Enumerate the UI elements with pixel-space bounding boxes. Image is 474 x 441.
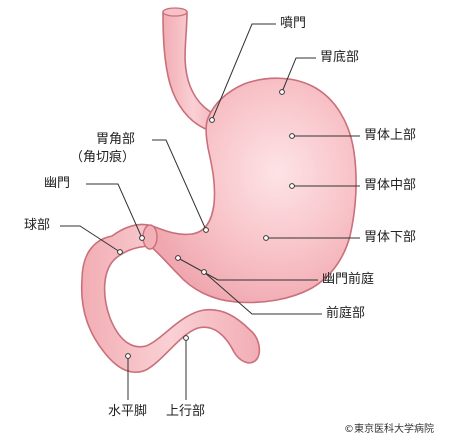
ascending-dot bbox=[183, 335, 189, 341]
label-cardia: 噴門 bbox=[280, 16, 307, 31]
label-fundus: 胃底部 bbox=[320, 50, 360, 65]
label-horizontal-part: 水平脚 bbox=[108, 404, 148, 419]
middle-body-dot bbox=[289, 183, 295, 189]
label-antrum: 前庭部 bbox=[326, 306, 366, 321]
upper-body-dot bbox=[289, 133, 295, 139]
label-angle-notch: （角切痕） bbox=[70, 150, 136, 165]
leader-lines bbox=[60, 23, 360, 400]
label-lower-body: 胃体下部 bbox=[364, 230, 417, 245]
angle-leader bbox=[152, 139, 207, 231]
label-prepyloric-antrum: 幽門前庭 bbox=[322, 272, 375, 287]
stomach-shape bbox=[149, 77, 357, 304]
antrum-leader bbox=[203, 271, 322, 315]
lower-body-dot bbox=[263, 235, 269, 241]
label-middle-body: 胃体中部 bbox=[364, 178, 417, 193]
copyright-credit: ©東京医科大学病院 bbox=[344, 424, 434, 435]
label-upper-body: 胃体上部 bbox=[364, 128, 417, 143]
bulb-dot bbox=[117, 249, 123, 255]
cardia-leader bbox=[211, 23, 276, 121]
pyloric-ring bbox=[142, 224, 158, 250]
leader-dots bbox=[117, 89, 295, 359]
bulb-leader bbox=[60, 225, 121, 253]
prepyloric-dot bbox=[175, 255, 181, 261]
horizontal-dot bbox=[125, 353, 131, 359]
fundus-leader bbox=[281, 57, 316, 93]
antrum-dot bbox=[201, 269, 207, 275]
label-ascending-part: 上行部 bbox=[166, 404, 206, 419]
pylorus-dot bbox=[139, 235, 145, 241]
fundus-dot bbox=[279, 89, 285, 95]
label-angle: 胃角部 bbox=[96, 132, 136, 147]
esophagus-opening bbox=[162, 7, 188, 17]
pylorus-leader bbox=[86, 183, 143, 239]
cardia-dot bbox=[209, 117, 215, 123]
label-pylorus: 幽門 bbox=[44, 176, 71, 191]
angle-dot bbox=[203, 227, 209, 233]
prepyloric-leader bbox=[177, 257, 318, 281]
label-bulb: 球部 bbox=[24, 218, 51, 233]
duodenum-shape bbox=[80, 223, 261, 374]
